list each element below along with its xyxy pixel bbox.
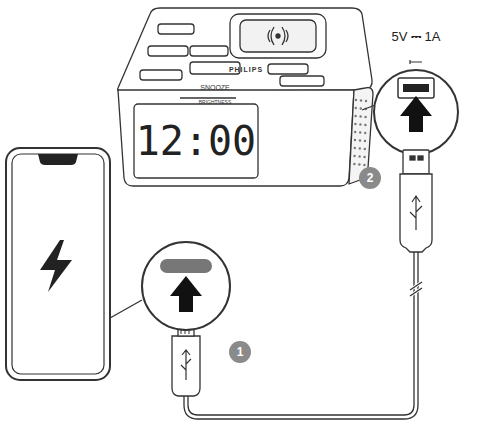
grille-hole xyxy=(354,139,356,141)
grille-hole xyxy=(358,155,360,157)
grille-hole xyxy=(353,163,355,165)
grille-hole xyxy=(364,116,366,118)
callout-number: 2 xyxy=(367,172,374,184)
rating-label: 5V ⎓ 1A xyxy=(391,30,440,43)
grille-hole xyxy=(364,124,366,126)
grille-hole xyxy=(358,163,360,165)
grille-hole xyxy=(354,115,356,117)
grille-hole xyxy=(355,99,357,101)
grille-hole xyxy=(354,147,356,149)
grille-hole xyxy=(360,99,362,101)
grille-hole xyxy=(365,100,367,102)
clock-radio xyxy=(118,8,373,186)
grille-hole xyxy=(364,140,366,142)
grille-hole xyxy=(360,107,362,109)
grille-hole xyxy=(353,155,355,157)
smartphone xyxy=(6,148,110,380)
usb-port-zoom xyxy=(374,60,458,154)
grille-hole xyxy=(359,147,361,149)
grille-hole xyxy=(364,132,366,134)
grille-hole xyxy=(363,156,365,158)
grille-hole xyxy=(355,107,357,109)
callout-circle xyxy=(359,167,381,189)
lightning-port-zoom xyxy=(142,242,230,330)
button-label: SNOOZE xyxy=(200,84,230,91)
brand-label: PHILIPS xyxy=(229,66,263,73)
grille-hole xyxy=(363,164,365,166)
grille-hole xyxy=(359,131,361,133)
grille-hole xyxy=(364,148,366,150)
grille-hole xyxy=(359,123,361,125)
callout-circle xyxy=(229,341,251,363)
clock-display: 12:00 xyxy=(136,121,256,161)
grille-hole xyxy=(354,131,356,133)
leader-line xyxy=(110,300,142,318)
grille-hole xyxy=(359,139,361,141)
button-label: BRIGHTNESS xyxy=(199,100,232,105)
grille-hole xyxy=(359,115,361,117)
callout-number: 1 xyxy=(237,346,244,358)
grille-hole xyxy=(354,123,356,125)
